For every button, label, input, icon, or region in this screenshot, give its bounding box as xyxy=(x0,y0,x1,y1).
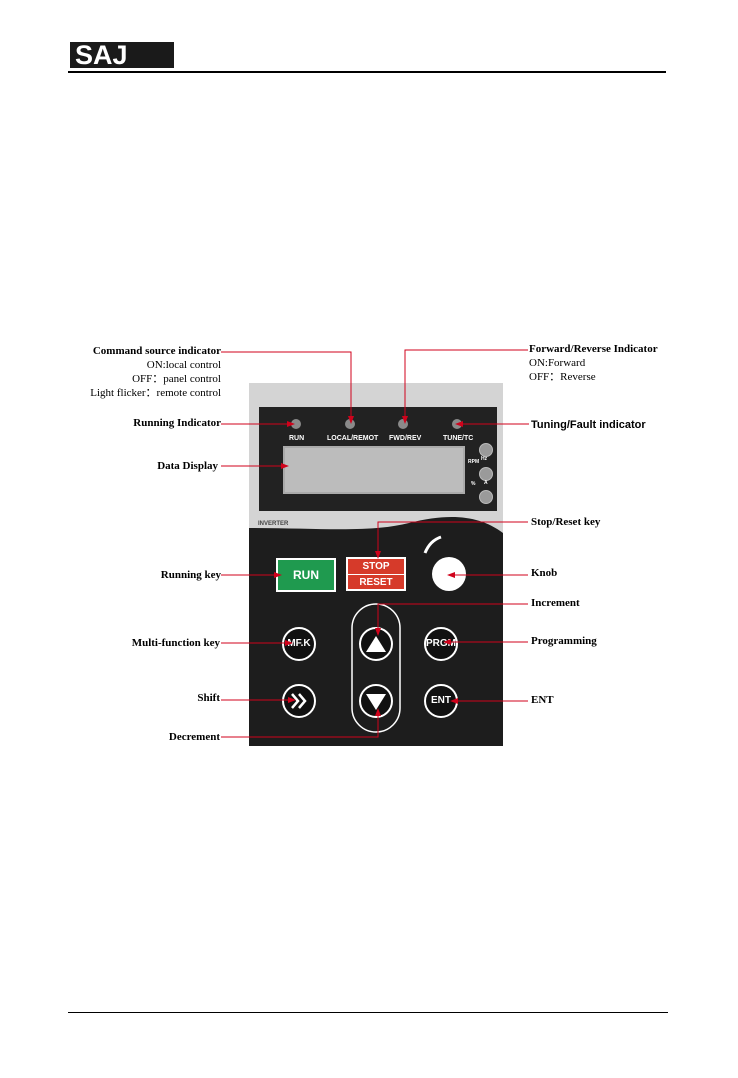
stop-reset-key[interactable]: STOP RESET xyxy=(346,557,406,591)
command-source-line2: OFF：panel control xyxy=(132,373,221,385)
callout-forward-reverse xyxy=(404,349,528,420)
run-indicator-label: RUN xyxy=(289,435,305,442)
rpm-unit: RPM xyxy=(468,459,480,465)
header-rule xyxy=(68,71,666,73)
running-key-label: Running key xyxy=(160,569,221,581)
knob-arc-icon xyxy=(423,535,442,554)
data-display-lcd xyxy=(283,446,465,494)
command-source-title: Command source indicator xyxy=(92,345,221,357)
running-indicator-label: Running Indicator xyxy=(133,417,221,429)
multi-function-key-label: Multi-function key xyxy=(131,637,220,649)
callout-command-source xyxy=(221,351,352,420)
increment-label: Increment xyxy=(531,597,580,609)
tune-tc-label: TUNE/TC xyxy=(443,435,474,442)
run-key[interactable]: RUN xyxy=(276,558,336,592)
forward-reverse-line2: OFF：Reverse xyxy=(529,371,596,383)
knob[interactable] xyxy=(432,557,466,591)
fwd-rev-led xyxy=(398,419,408,429)
stop-label: STOP xyxy=(348,559,404,575)
callout-increment xyxy=(377,603,528,632)
a-led xyxy=(479,467,493,481)
callout-stop-reset xyxy=(377,521,528,555)
double-chevron-icon xyxy=(291,693,307,709)
fwd-rev-label: FWD/REV xyxy=(389,435,422,442)
decrement-label: Decrement xyxy=(168,731,220,743)
updown-outline xyxy=(351,603,401,733)
local-remot-label: LOCAL/REMOT xyxy=(327,435,379,442)
stop-reset-key-label: Stop/Reset key xyxy=(531,516,601,528)
hz-led xyxy=(479,443,493,457)
tuning-fault-label: Tuning/Fault indicator xyxy=(531,419,646,431)
knob-label: Knob xyxy=(531,567,558,579)
percent-unit: % xyxy=(471,481,476,487)
up-triangle-icon xyxy=(366,636,386,652)
shift-key[interactable] xyxy=(282,684,316,718)
ent-label: ENT xyxy=(531,694,554,706)
forward-reverse-title: Forward/Reverse Indicator xyxy=(529,343,658,355)
a-unit: A xyxy=(484,480,488,486)
logo-text: SAJ xyxy=(75,40,128,70)
footer-rule xyxy=(68,1012,668,1013)
forward-reverse-line1: ON:Forward xyxy=(529,357,586,369)
callout-decrement xyxy=(221,712,379,738)
shift-label: Shift xyxy=(197,692,220,704)
decrement-key[interactable] xyxy=(359,684,393,718)
prgm-key[interactable]: PRGM xyxy=(424,627,458,661)
local-remot-led xyxy=(345,419,355,429)
run-led xyxy=(291,419,301,429)
hz-unit: Hz xyxy=(481,456,488,462)
inverter-brand: INVERTER xyxy=(258,521,289,527)
command-source-line1: ON:local control xyxy=(146,359,221,371)
down-triangle-icon xyxy=(366,694,386,710)
command-source-line3: Light flicker：remote control xyxy=(90,387,221,399)
saj-logo: SAJ xyxy=(70,40,174,70)
unit-led-3 xyxy=(479,490,493,504)
programming-label: Programming xyxy=(531,635,597,647)
reset-label: RESET xyxy=(359,577,393,588)
data-display-label: Data Display xyxy=(157,460,218,472)
